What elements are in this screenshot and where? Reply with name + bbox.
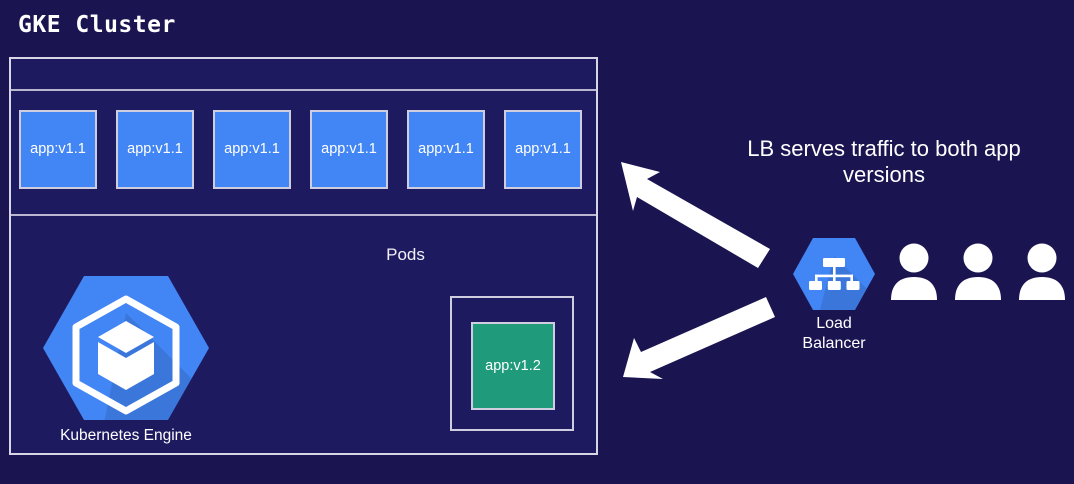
user-icon [955, 243, 1001, 300]
pod-label: app:v1.1 [418, 141, 474, 158]
canary-pod-label: app:v1.2 [485, 358, 541, 374]
pod-box[interactable]: app:v1.1 [19, 110, 97, 189]
load-balancer-label-line-1: Load [816, 315, 852, 332]
load-balancer-hexagon-icon [793, 238, 875, 310]
pod-box[interactable]: app:v1.1 [116, 110, 194, 189]
load-balancer-label: Load Balancer [782, 314, 886, 353]
users-group [890, 243, 1066, 305]
canary-pod-container: app:v1.2 [450, 296, 574, 431]
kubernetes-engine-hexagon-icon [43, 276, 209, 420]
lb-note-text: LB serves traffic to both app versions [716, 136, 1052, 189]
kubernetes-engine-group[interactable]: Kubernetes Engine [33, 273, 219, 445]
pod-box[interactable]: app:v1.1 [310, 110, 388, 189]
lb-note-line-1: LB serves traffic to both app [747, 136, 1021, 161]
lb-note-line-2: versions [843, 162, 925, 188]
pod-label: app:v1.1 [321, 141, 377, 158]
user-icon [1019, 243, 1065, 300]
page-title: GKE Cluster [18, 12, 176, 38]
cluster-header-strip [11, 59, 596, 91]
pods-caption-label: Pods [386, 245, 425, 264]
user-icon [891, 243, 937, 300]
pod-box[interactable]: app:v1.1 [407, 110, 485, 189]
load-balancer-label-line-2: Balancer [802, 334, 866, 352]
kubernetes-engine-label: Kubernetes Engine [60, 427, 192, 444]
pod-label: app:v1.1 [224, 141, 280, 158]
load-balancer-group[interactable]: Load Balancer [782, 236, 886, 353]
pod-box[interactable]: app:v1.1 [213, 110, 291, 189]
pod-label: app:v1.1 [515, 141, 571, 158]
pods-caption: Pods [11, 245, 600, 265]
canary-pod-box[interactable]: app:v1.2 [471, 322, 555, 410]
pods-section-divider [11, 214, 596, 216]
arrow-left-down-icon [623, 297, 775, 379]
pod-label: app:v1.1 [127, 141, 183, 158]
pod-box[interactable]: app:v1.1 [504, 110, 582, 189]
pod-row: app:v1.1 app:v1.1 app:v1.1 app:v1.1 app:… [19, 110, 592, 194]
gke-cluster-container: app:v1.1 app:v1.1 app:v1.1 app:v1.1 app:… [9, 57, 598, 455]
pod-label: app:v1.1 [30, 141, 86, 158]
